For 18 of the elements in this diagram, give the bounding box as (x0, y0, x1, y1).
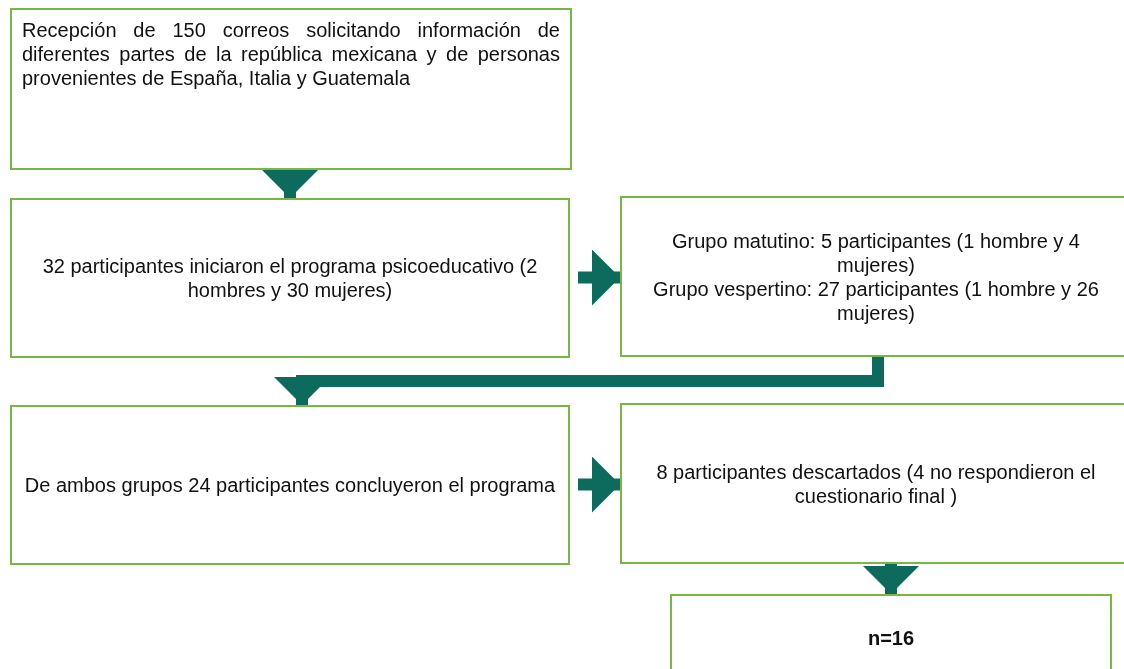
process-box (10, 198, 570, 358)
box-text: n=16 (867, 626, 915, 650)
arrow (578, 249, 620, 306)
arrow (262, 170, 318, 198)
box-text: Recepción de 150 correos solicitando información de diferentes partes de la república mexicana y de personas provenientes de España, Italia y Guatemala (22, 18, 560, 90)
process-box (10, 8, 572, 170)
arrow (863, 564, 919, 594)
box-text: 32 participantes iniciaron el programa psicoeducativo (2 hombres y 30 mujeres) (41, 254, 539, 302)
box-text: Grupo vespertino: 27 participantes (1 hombre y 26 mujeres) (652, 276, 1100, 325)
box-text: De ambos grupos 24 participantes concluyeron el programa (24, 473, 556, 497)
process-box (670, 594, 1112, 669)
process-box (10, 405, 570, 565)
arrow (578, 456, 620, 513)
process-box (620, 196, 1124, 357)
arrow (274, 357, 884, 405)
box-text: Grupo matutino: 5 participantes (1 hombre y 4 mujeres) (671, 228, 1081, 277)
process-box (620, 403, 1124, 564)
box-text: 8 participantes descartados (4 no respondieron el cuestionario final ) (655, 459, 1097, 508)
